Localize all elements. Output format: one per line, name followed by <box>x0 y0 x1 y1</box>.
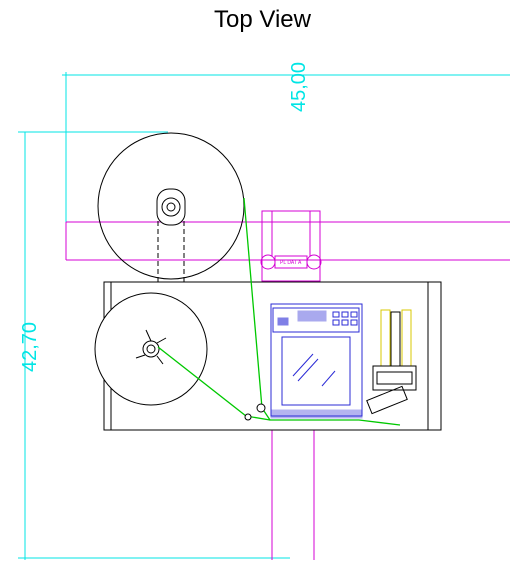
controller-key-6 <box>350 319 358 326</box>
sensor-clamp <box>376 371 413 385</box>
supply-reel-disc <box>97 132 245 280</box>
mounting-frame <box>65 210 510 560</box>
window-reflection-3 <box>321 370 336 387</box>
dimension-lines <box>18 72 510 560</box>
sensor-column-right <box>401 309 412 367</box>
window-reflection-1 <box>292 353 314 377</box>
controller-key-5 <box>341 319 349 326</box>
sensor-bracket <box>366 385 408 415</box>
rewind-spoke-1 <box>145 329 152 342</box>
rewind-reel <box>94 292 208 406</box>
applicator-top-panel <box>272 307 360 333</box>
controller-display <box>297 310 327 322</box>
sensor-column-center <box>390 311 401 367</box>
rewind-spoke-4 <box>135 354 146 359</box>
sensor-block <box>372 365 417 391</box>
clamp-knob-right <box>306 254 322 270</box>
width-dimension-label: 45,00 <box>288 62 310 112</box>
page-title: Top View <box>214 6 311 33</box>
applicator-base <box>270 409 363 419</box>
applicator-unit <box>270 303 363 419</box>
sensor-column-left <box>380 309 391 367</box>
applicator-body <box>270 303 363 417</box>
rewind-spoke-3 <box>156 355 164 365</box>
clamp-plate <box>274 255 308 269</box>
supply-reel <box>97 132 245 282</box>
rewind-hub-center <box>146 344 156 354</box>
controller-key-1 <box>332 311 340 318</box>
supply-hub-center <box>166 202 176 212</box>
controller-key-3 <box>350 311 358 318</box>
sensor-head <box>366 309 417 415</box>
rewind-reel-disc <box>94 292 208 406</box>
window-reflection-2 <box>297 358 319 382</box>
guide-roller-2 <box>244 413 252 421</box>
frame-clamp <box>261 210 321 282</box>
guide-roller-1 <box>256 403 266 413</box>
clamp-label: PL DAT A <box>280 260 302 266</box>
height-dimension-label: 42,70 <box>19 322 41 372</box>
web-path <box>157 197 401 426</box>
clamp-knob-left <box>260 254 276 270</box>
rewind-spoke-2 <box>156 337 167 344</box>
controller-key-2 <box>341 311 349 318</box>
applicator-window <box>281 336 351 406</box>
controller-key-4 <box>332 319 340 326</box>
controller-indicator <box>277 317 289 326</box>
guide-rollers <box>244 403 266 421</box>
